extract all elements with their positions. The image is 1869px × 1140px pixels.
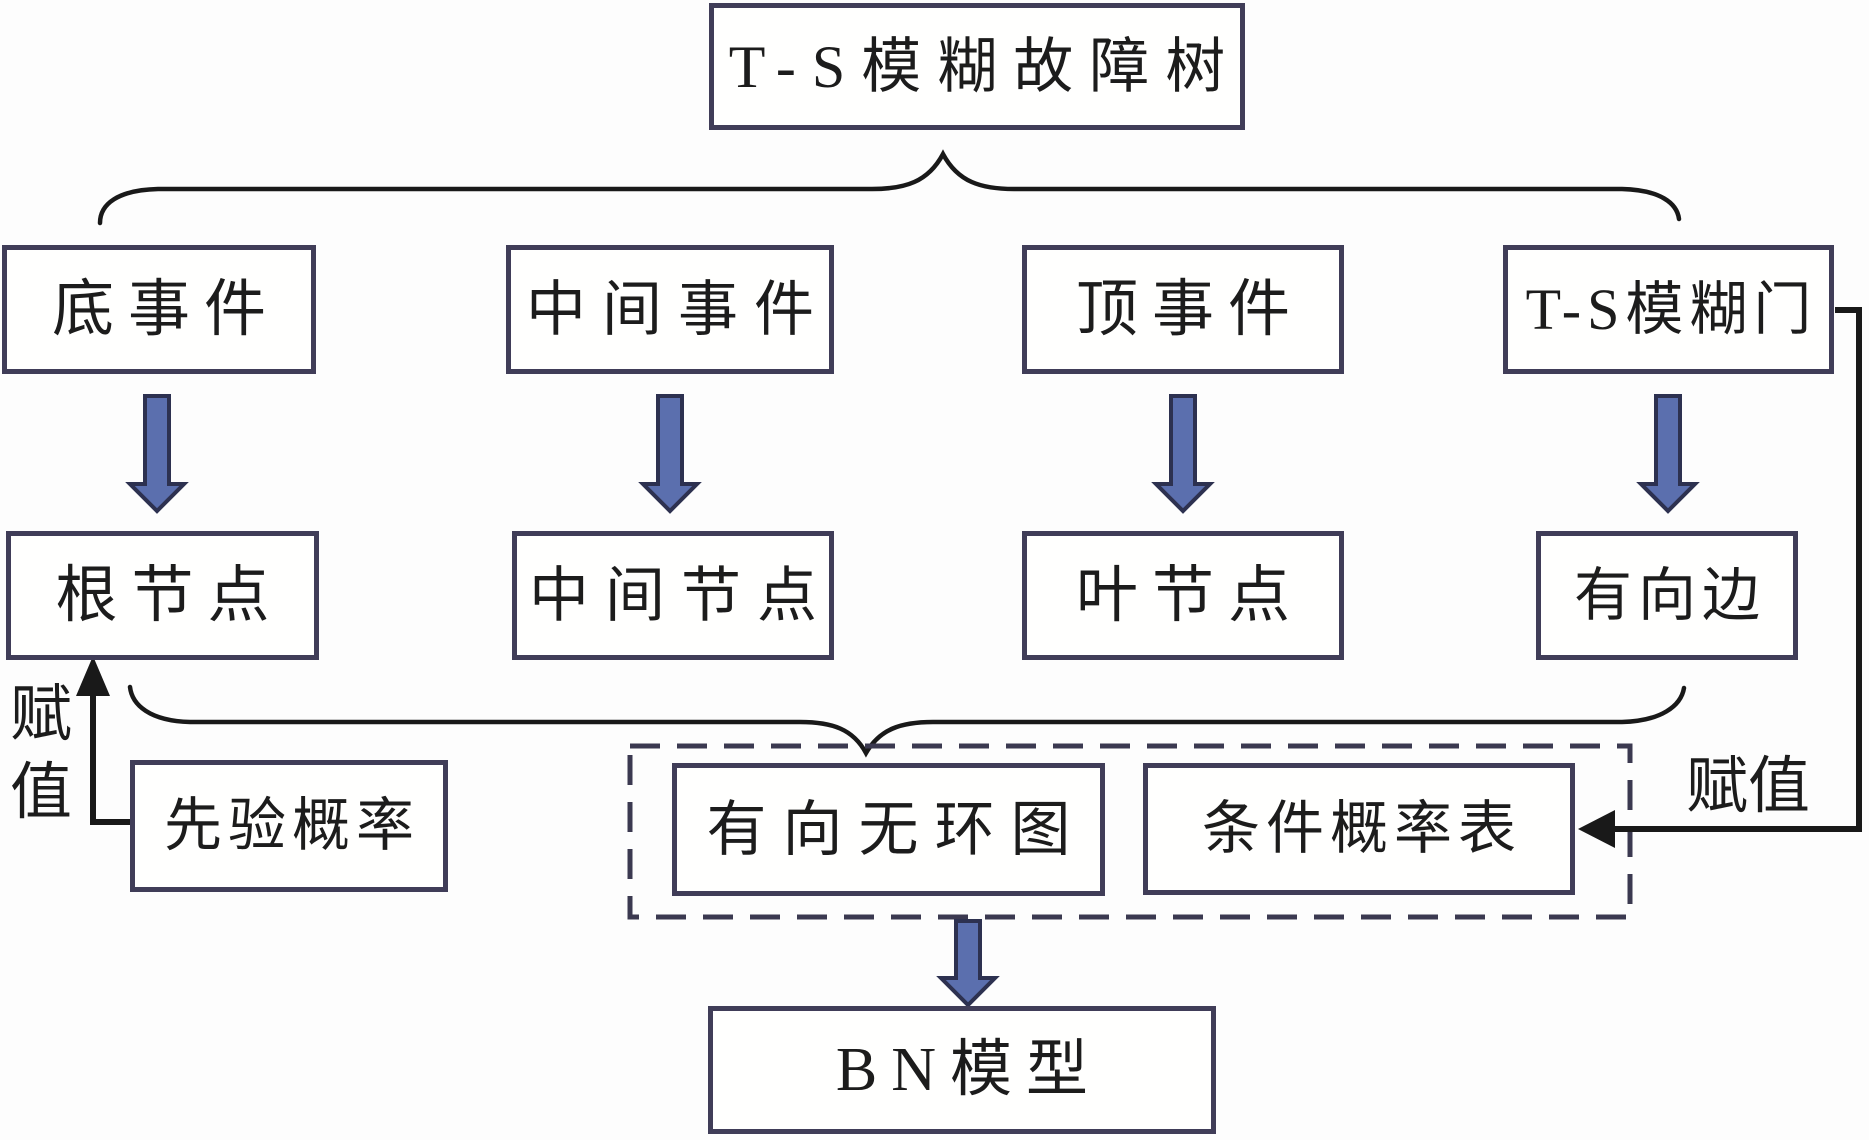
top-event-label: 顶事件 bbox=[1075, 275, 1304, 344]
top-brace bbox=[97, 149, 1682, 226]
conditional-probability-table-label: 条件概率表 bbox=[1201, 796, 1522, 861]
root-node-label: 根节点 bbox=[55, 561, 284, 630]
ts-fuzzy-fault-tree-label: T-S模糊故障树 bbox=[728, 33, 1242, 100]
box-root-node: 根节点 bbox=[6, 531, 319, 660]
gate-to-cpt-connector bbox=[1612, 307, 1862, 832]
box-intermediate-event: 中间事件 bbox=[506, 245, 834, 374]
box-bottom-event: 底事件 bbox=[2, 245, 316, 374]
box-directed-edge: 有向边 bbox=[1536, 531, 1798, 660]
bn-model-label: BN模型 bbox=[835, 1036, 1103, 1104]
box-ts-fuzzy-fault-tree: T-S模糊故障树 bbox=[709, 3, 1245, 130]
down-arrow-icon-bn-model bbox=[936, 919, 1000, 1008]
leaf-node-label: 叶节点 bbox=[1075, 561, 1304, 630]
box-top-event: 顶事件 bbox=[1022, 245, 1344, 374]
intermediate-node-label: 中间节点 bbox=[529, 562, 833, 629]
box-leaf-node: 叶节点 bbox=[1022, 531, 1344, 660]
bottom-brace bbox=[127, 684, 1687, 758]
box-conditional-probability-table: 条件概率表 bbox=[1143, 763, 1575, 895]
down-arrow-icon-ts-gate bbox=[1636, 394, 1700, 514]
assign-label-right: 赋值 bbox=[1685, 753, 1810, 821]
left-arrowhead-icon bbox=[1578, 810, 1615, 848]
prior-probability-label: 先验概率 bbox=[163, 793, 420, 858]
intermediate-event-label: 中间事件 bbox=[526, 276, 830, 343]
assign-label-left: 赋值 bbox=[9, 681, 72, 828]
directed-acyclic-graph-label: 有向无环图 bbox=[706, 796, 1087, 863]
down-arrow-icon-top-event bbox=[1151, 394, 1215, 514]
box-intermediate-node: 中间节点 bbox=[512, 531, 834, 660]
down-arrow-icon-intermediate-event bbox=[638, 394, 702, 514]
box-directed-acyclic-graph: 有向无环图 bbox=[672, 763, 1105, 896]
ts-fuzzy-gate-label: T-S模糊门 bbox=[1525, 276, 1818, 342]
prior-to-root-connector bbox=[90, 676, 130, 825]
down-arrow-icon-bottom-event bbox=[125, 394, 189, 514]
box-ts-fuzzy-gate: T-S模糊门 bbox=[1503, 245, 1834, 374]
box-prior-probability: 先验概率 bbox=[130, 760, 448, 892]
up-arrowhead-icon bbox=[76, 656, 110, 696]
box-bn-model: BN模型 bbox=[708, 1006, 1216, 1134]
bottom-event-label: 底事件 bbox=[51, 275, 280, 344]
directed-edge-label: 有向边 bbox=[1573, 562, 1766, 628]
